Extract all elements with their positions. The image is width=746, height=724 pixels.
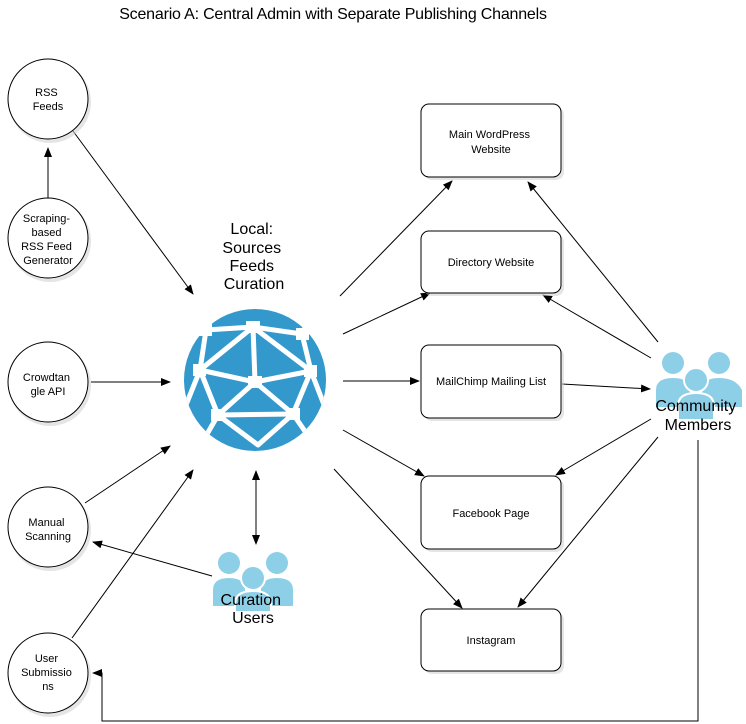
edge-hub-to-directory bbox=[342, 292, 431, 335]
diagram-title: Scenario A: Central Admin with Separate … bbox=[0, 6, 746, 24]
edge-mailchimp-to-community bbox=[561, 383, 651, 393]
hub-label: Local: Sources Feeds Curation bbox=[222, 221, 285, 293]
hub[interactable]: Local: Sources Feeds Curation bbox=[184, 221, 326, 455]
edge-submissions-to-hub bbox=[71, 469, 194, 639]
channel-instagram-label: Instagram bbox=[467, 635, 516, 647]
source-rss-label: RSS Feeds bbox=[33, 87, 64, 113]
channel-instagram[interactable]: Instagram bbox=[420, 608, 564, 674]
edge-hub-to-wordpress bbox=[339, 180, 453, 297]
edges bbox=[44, 130, 699, 722]
edge-hub-to-facebook bbox=[342, 429, 425, 477]
channel-facebook-label: Facebook Page bbox=[452, 508, 529, 520]
source-rss[interactable]: RSS Feeds bbox=[7, 58, 91, 143]
source-scraper-label: Scraping- based RSS Feed Generator bbox=[21, 213, 75, 267]
source-scraper[interactable]: Scraping- based RSS Feed Generator bbox=[7, 197, 91, 282]
edge-manual-to-hub bbox=[84, 445, 171, 504]
edge-curation-to-manual bbox=[92, 540, 213, 577]
actor-curation-users[interactable]: Curation Users bbox=[213, 552, 293, 627]
edge-community-to-directory bbox=[542, 294, 652, 359]
channel-wordpress-label: Main WordPress Website bbox=[449, 129, 533, 156]
channel-wordpress[interactable]: Main WordPress Website bbox=[420, 103, 564, 180]
channel-directory[interactable]: Directory Website bbox=[420, 230, 564, 296]
edge-community-to-wordpress bbox=[527, 181, 659, 343]
network-globe-icon bbox=[184, 309, 326, 451]
actor-community-members[interactable]: Community Members bbox=[655, 352, 742, 434]
community-members-label: Community Members bbox=[655, 398, 740, 434]
source-submissions-label: User Submissio ns bbox=[21, 653, 75, 693]
edge-community-to-submissions bbox=[92, 440, 699, 722]
edge-community-to-instagram bbox=[517, 436, 659, 608]
source-manual-label: Manual Scanning bbox=[25, 517, 71, 543]
edge-community-to-facebook bbox=[555, 418, 652, 476]
source-crowdtangle[interactable]: Crowdtan gle API bbox=[7, 341, 91, 426]
channel-directory-label: Directory Website bbox=[448, 257, 535, 269]
edge-rss-to-hub bbox=[72, 130, 194, 295]
curation-users-label: Curation Users bbox=[221, 592, 286, 627]
source-manual-scanning[interactable]: Manual Scanning bbox=[7, 486, 91, 571]
source-user-submissions[interactable]: User Submissio ns bbox=[7, 632, 91, 717]
channel-mailchimp[interactable]: MailChimp Mailing List bbox=[420, 344, 564, 421]
source-crowdtangle-label: Crowdtan gle API bbox=[23, 372, 73, 398]
diagram-title-text: Scenario A: Central Admin with Separate … bbox=[119, 6, 547, 23]
users-group-icon bbox=[656, 352, 742, 421]
edge-hub-to-instagram bbox=[333, 468, 463, 609]
channel-facebook[interactable]: Facebook Page bbox=[420, 475, 564, 552]
users-group-icon bbox=[213, 552, 293, 613]
channel-mailchimp-label: MailChimp Mailing List bbox=[436, 376, 546, 388]
